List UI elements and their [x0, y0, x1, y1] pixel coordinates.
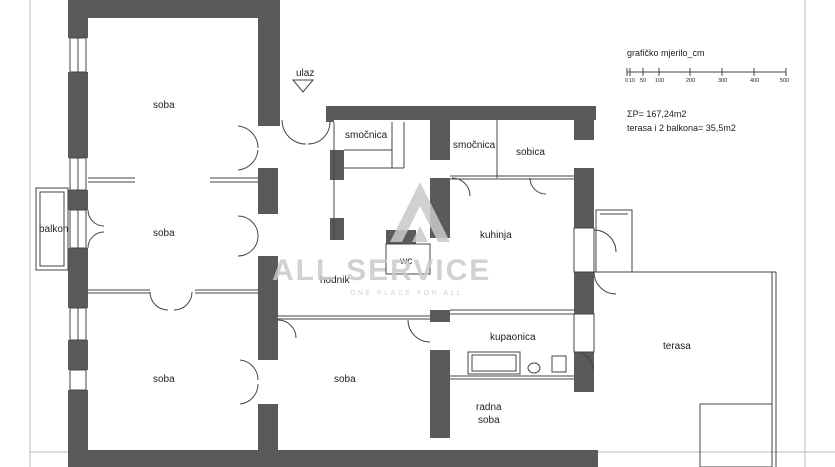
watermark: ALL SERVICE ONE PLACE FOR ALL	[272, 182, 491, 297]
room-label-smocnica-1: smočnica	[345, 130, 388, 141]
scale-title: grafičko mjerilo_cm	[627, 48, 705, 58]
windows	[69, 37, 595, 391]
terrace-outline	[594, 209, 777, 467]
watermark-brand: ALL SERVICE	[272, 254, 491, 287]
scale-tick-500: 500	[780, 78, 789, 84]
room-label-terasa: terasa	[663, 341, 691, 352]
partitions	[88, 120, 574, 380]
room-label-radna-soba: soba	[478, 415, 500, 426]
scale-tick-100: 100	[655, 78, 664, 84]
room-labels: soba soba soba balkon smočnica smočnica …	[39, 100, 691, 426]
room-label-soba-middle: soba	[153, 228, 175, 239]
room-label-radna: radna	[476, 402, 502, 413]
room-label-soba-top: soba	[153, 100, 175, 111]
scale-tick-300: 300	[718, 78, 727, 84]
area-terrace: terasa i 2 balkona= 35,5m2	[627, 123, 736, 133]
scale-tick-50: 50	[640, 78, 646, 84]
doors	[87, 119, 617, 405]
room-label-hodnik: hodnik	[320, 275, 350, 286]
room-label-kupaonica: kupaonica	[490, 332, 536, 343]
scale-tick-200: 200	[686, 78, 695, 84]
room-label-soba-bottom: soba	[153, 374, 175, 385]
room-label-smocnica-2: smočnica	[453, 140, 496, 151]
room-label-balkon: balkon	[39, 224, 68, 235]
room-label-soba-center: soba	[334, 374, 356, 385]
area-total: ΣP= 167,24m2	[627, 109, 686, 119]
room-label-sobica: sobica	[516, 147, 545, 158]
balcony-left	[35, 187, 69, 271]
graphic-scale: grafičko mjerilo_cm 0 10 50 100 200 300 …	[625, 48, 789, 84]
room-label-wc: wc	[399, 256, 412, 267]
watermark-logo-icon	[390, 182, 450, 242]
entrance-label: ulaz	[296, 68, 314, 79]
entrance-arrow	[291, 79, 315, 93]
room-label-kuhinja: kuhinja	[480, 230, 512, 241]
scale-tick-400: 400	[750, 78, 759, 84]
walls	[68, 0, 598, 467]
scale-tick-0: 0	[625, 78, 628, 84]
watermark-tagline: ONE PLACE FOR ALL	[350, 290, 463, 297]
scale-tick-10: 10	[629, 78, 635, 84]
